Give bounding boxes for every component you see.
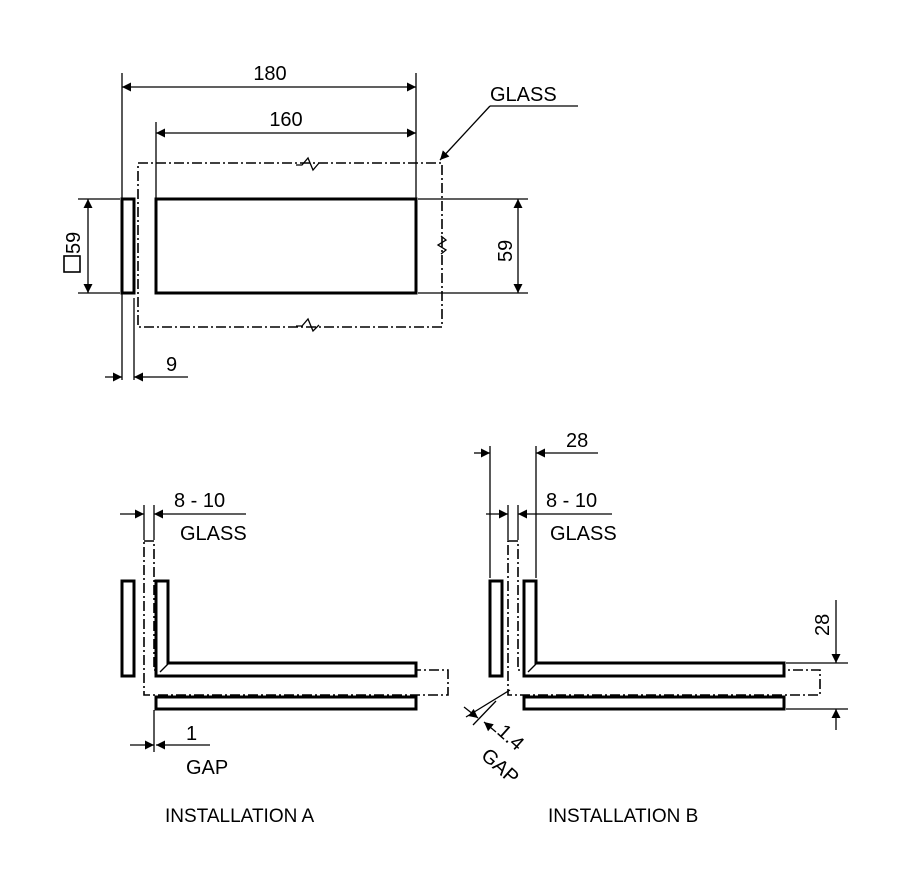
- dim-cover-thickness: 9: [166, 354, 177, 376]
- dim-inner-width: 160: [269, 109, 302, 131]
- vertical-offset-b: 28: [812, 614, 834, 636]
- title-installation-a: INSTALLATION A: [165, 806, 315, 827]
- glass-a: [143, 540, 449, 696]
- glass-label-b: GLASS: [550, 523, 617, 545]
- dim-square-size: 59: [63, 232, 85, 254]
- gap-value-a: 1: [186, 723, 197, 745]
- gap-label-a: GAP: [186, 757, 228, 779]
- installation-a: 8 - 10 GLASS 1 GAP INSTALLATION A: [120, 490, 449, 827]
- glass-label-a: GLASS: [180, 523, 247, 545]
- title-installation-b: INSTALLATION B: [548, 806, 698, 827]
- glass-leader: [439, 105, 491, 161]
- dim-overall-width: 180: [253, 63, 286, 85]
- square-symbol: [63, 255, 81, 273]
- glass-thickness-b: 8 - 10: [546, 490, 597, 512]
- glass-break-right: [436, 235, 448, 255]
- cover-a: [120, 579, 136, 678]
- bracket-b-lower: [522, 695, 786, 711]
- glass-thickness-a: 8 - 10: [174, 490, 225, 512]
- glass-break-bottom: [296, 317, 320, 333]
- cover-b: [488, 579, 504, 678]
- bracket-a-upper: [154, 579, 418, 678]
- cover-plate: [120, 197, 136, 295]
- offset-b: 28: [566, 430, 588, 452]
- top-view: 180 160 GLASS 59 59 9: [63, 63, 578, 382]
- glass-break-top: [296, 156, 320, 172]
- bracket-b-upper: [522, 579, 786, 678]
- glass-label-top: GLASS: [490, 84, 557, 106]
- bracket-body: [154, 197, 418, 295]
- bracket-a-lower: [154, 695, 418, 711]
- installation-b: 28 8 - 10 GLASS 28 1.4 GAP INSTALLATION …: [463, 430, 848, 827]
- dim-height: 59: [495, 240, 517, 262]
- glass-outline: [137, 162, 443, 328]
- glass-b: [507, 540, 821, 696]
